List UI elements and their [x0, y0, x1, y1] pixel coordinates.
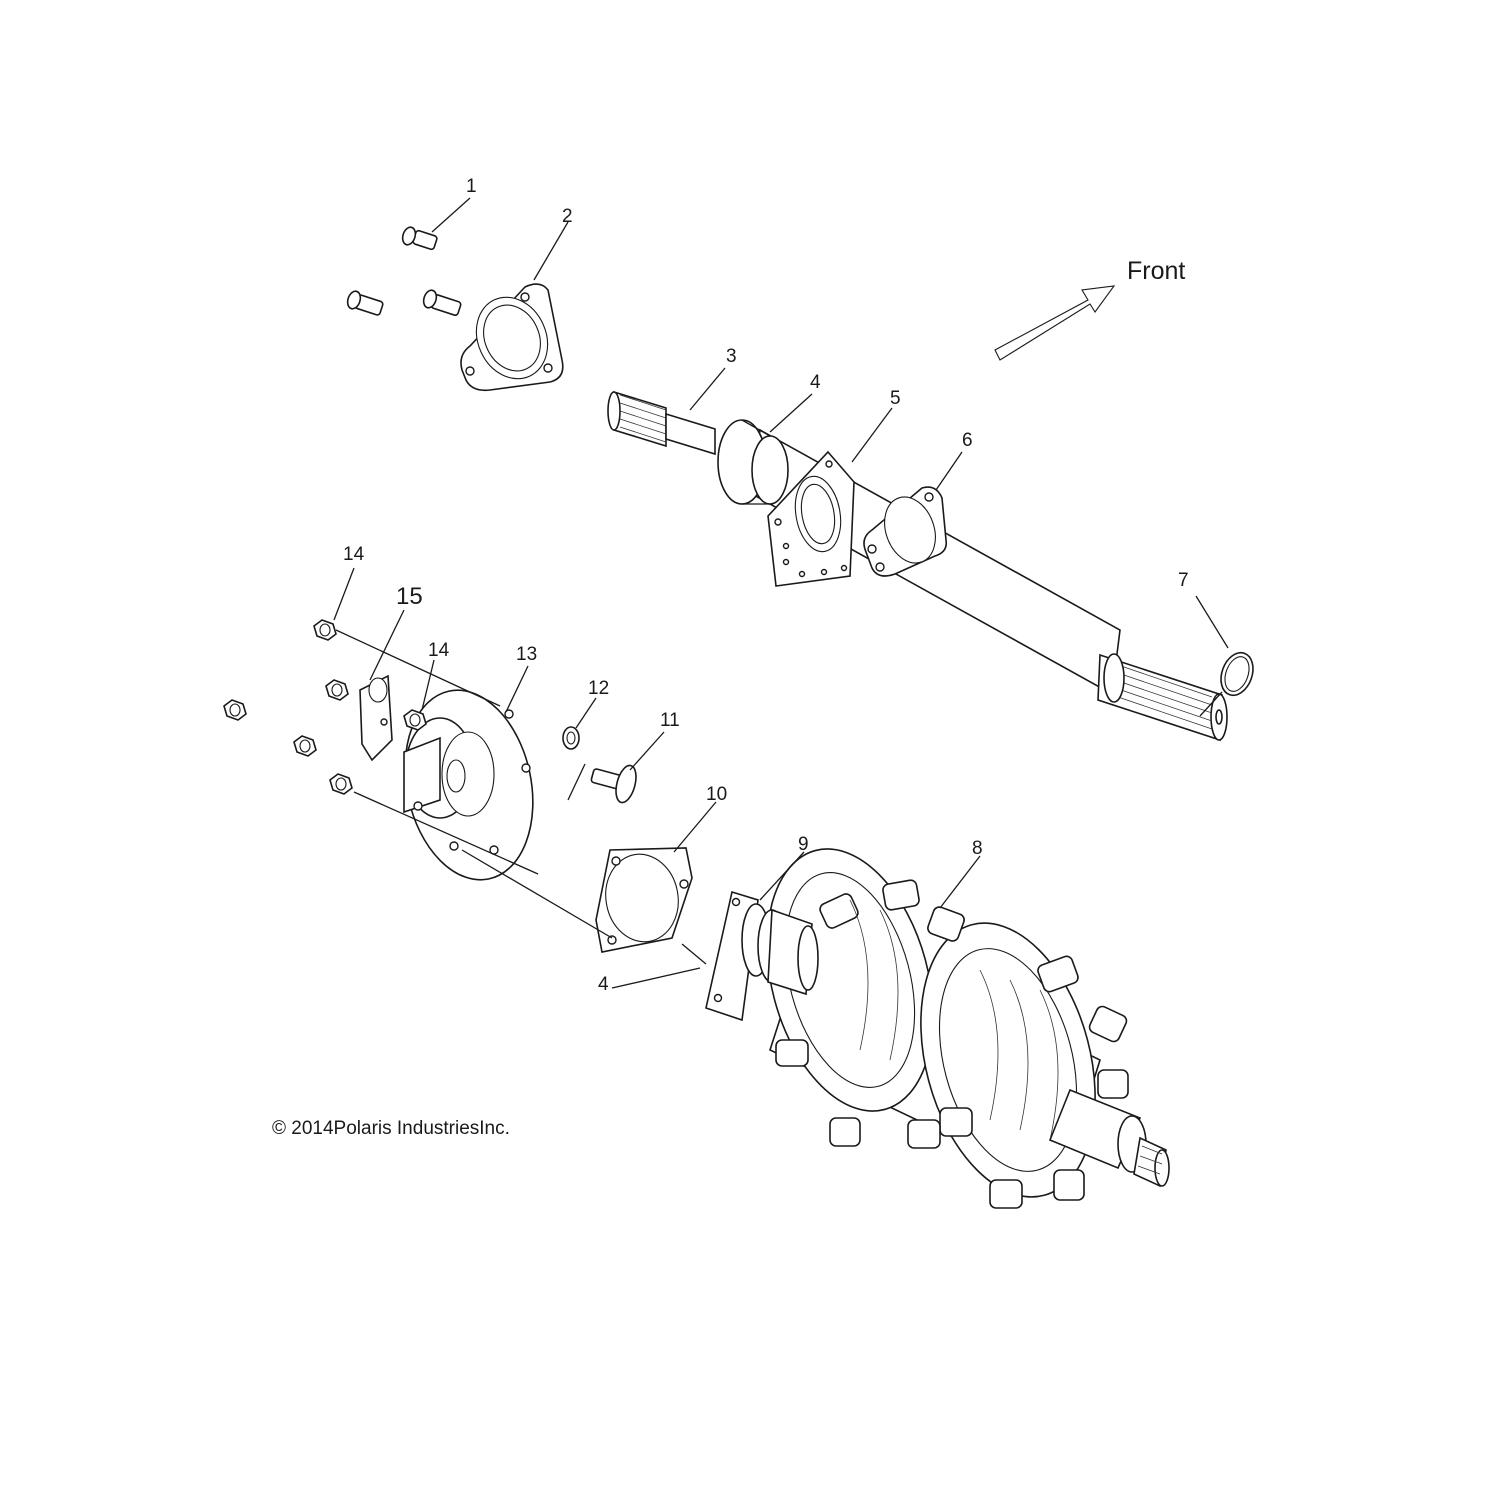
copyright-notice: © 2014Polaris IndustriesInc.: [272, 1118, 510, 1139]
o-ring-part-7: [1220, 651, 1254, 697]
callout-4-upper: 4: [810, 372, 821, 393]
callout-7: 7: [1178, 570, 1189, 591]
callout-2: 2: [562, 206, 573, 227]
callout-10: 10: [706, 784, 727, 805]
callout-3: 3: [726, 346, 737, 367]
callout-13: 13: [516, 644, 537, 665]
gasket-part-6: [863, 486, 948, 577]
callout-8: 8: [972, 838, 983, 859]
callout-6: 6: [962, 430, 973, 451]
washer-part-12: [562, 726, 580, 750]
callout-14-top: 14: [343, 544, 365, 565]
callout-4-lower: 4: [598, 974, 609, 995]
flange-plate-part-13: [403, 689, 534, 881]
flange-plate-part-5: [767, 450, 855, 587]
front-arrow: [994, 285, 1116, 361]
callout-14-mid: 14: [428, 640, 450, 661]
callout-5: 5: [890, 388, 901, 409]
callout-11: 11: [660, 710, 680, 731]
clip-part-15: [359, 674, 393, 762]
nuts-part-14: [223, 619, 427, 795]
bolt-part-1: [346, 226, 462, 317]
bearing-flange-part-2: [460, 283, 564, 392]
drive-shaft-part-3: [607, 390, 1228, 742]
callout-15: 15: [396, 583, 423, 610]
gasket-part-10: [595, 847, 693, 953]
bearing-part-4-upper: [717, 419, 789, 505]
front-label: Front: [1127, 257, 1185, 285]
bearing-housing-part-9: [705, 890, 819, 1022]
callout-12: 12: [588, 678, 609, 699]
callout-1: 1: [466, 176, 477, 197]
plug-part-11: [590, 764, 637, 804]
callout-labels: 1 2 3 4 5 6 7 8 9 10 11 12 13 14 14 15 4: [343, 176, 1189, 995]
callout-9: 9: [798, 834, 809, 855]
drive-sprocket-part-8: [766, 848, 1170, 1209]
